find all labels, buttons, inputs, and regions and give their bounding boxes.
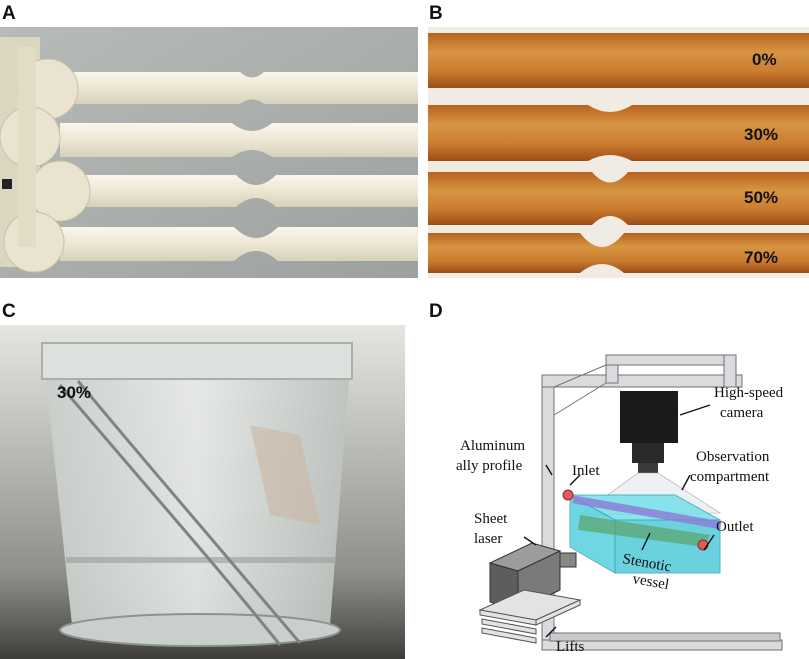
resin-tube: [60, 72, 418, 104]
label-outlet: Outlet: [716, 519, 754, 535]
vessel-70pct: [428, 233, 809, 273]
resin-tube: [60, 123, 418, 157]
label-ally-profile: ally profile: [456, 458, 523, 474]
resin-tube: [70, 175, 418, 207]
label-laser: laser: [474, 531, 502, 547]
stenosis-label-0: 0%: [752, 50, 777, 69]
vessel-30pct: [428, 105, 809, 161]
label-observation: Observation: [696, 449, 770, 465]
resin-connector: [0, 37, 91, 273]
photo-transparent-vessel: 30%: [0, 325, 405, 659]
panel-letter-c: C: [2, 301, 16, 322]
label-vessel: vessel: [631, 571, 670, 593]
label-camera: camera: [720, 405, 764, 421]
transparent-vessel-illustration: [0, 325, 405, 659]
lifts: [478, 589, 582, 644]
resin-tube: [60, 227, 418, 261]
stenosis-label-30: 30%: [744, 125, 779, 144]
panel-letter-d: D: [429, 301, 443, 322]
observation-compartment: [562, 489, 722, 574]
amber-vessels-illustration: [428, 27, 809, 278]
stenosis-label-70: 70%: [744, 248, 779, 267]
label-inlet: Inlet: [572, 463, 600, 479]
stenosis-label-30-glass: 30%: [57, 383, 92, 402]
transparent-vessel: [58, 380, 302, 646]
label-high-speed: High-speed: [714, 385, 784, 401]
label-lifts: Lifts: [556, 639, 584, 655]
panel-letter-a: A: [2, 3, 16, 24]
photo-resin-models: [0, 27, 418, 278]
diagram-experimental-setup: High-speed camera Aluminum ally profile …: [420, 325, 809, 659]
vessel-50pct: [428, 172, 809, 225]
vessel-0pct: [428, 33, 809, 88]
setup-diagram: High-speed camera Aluminum ally profile …: [456, 354, 784, 655]
panel-letter-b: B: [429, 3, 443, 24]
label-sheet: Sheet: [474, 511, 508, 527]
photo-amber-vessels: 0% 30% 50% 70%: [428, 27, 809, 278]
label-compartment: compartment: [690, 469, 770, 485]
stenosis-label-50: 50%: [744, 188, 779, 207]
label-aluminum: Aluminum: [460, 438, 525, 454]
resin-models-illustration: [0, 27, 418, 278]
high-speed-camera: [620, 391, 678, 473]
